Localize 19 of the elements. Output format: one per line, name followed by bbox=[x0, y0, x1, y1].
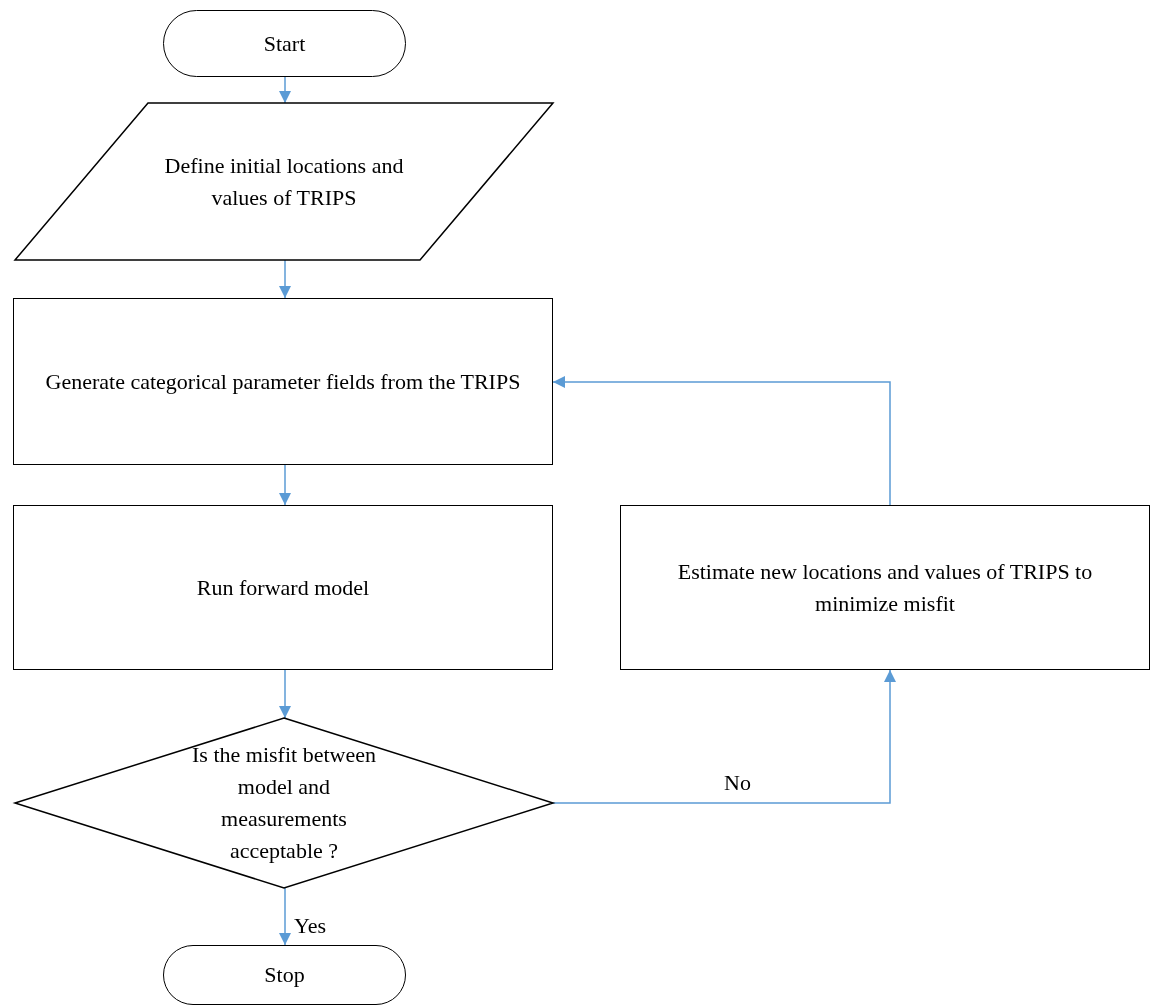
decision-question: Is the misfit between model and measurements acceptable ? bbox=[191, 741, 377, 865]
step-text: Start bbox=[263, 29, 306, 58]
step-text: Stop bbox=[264, 961, 305, 990]
process-box bbox=[13, 505, 553, 670]
input-parallelogram bbox=[15, 103, 553, 260]
arrow bbox=[552, 669, 896, 804]
arrow bbox=[552, 376, 891, 506]
arrow bbox=[279, 76, 291, 104]
step-text: Run forward model bbox=[196, 573, 370, 602]
arrow bbox=[279, 464, 291, 506]
arrow bbox=[279, 259, 291, 299]
step-text: Estimate new locations and values of TRIPS to minimize misfit bbox=[676, 557, 1094, 618]
step-text: Define initial locations and values of TRIPS bbox=[163, 151, 405, 212]
arrow bbox=[279, 887, 291, 946]
process-box bbox=[13, 298, 553, 465]
step-text: Generate categorical parameter fields from the TRIPS bbox=[45, 367, 521, 396]
process-box bbox=[620, 505, 1150, 670]
arrow bbox=[279, 669, 291, 719]
decision-diamond bbox=[15, 718, 553, 888]
